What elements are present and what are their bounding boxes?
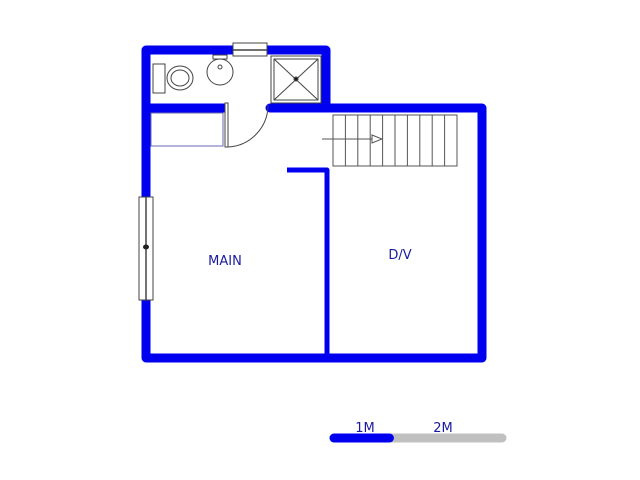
window-top (232, 42, 268, 57)
partition-wall (287, 167, 330, 356)
walls (141, 45, 487, 363)
toilet-icon (152, 63, 194, 94)
scale-label-2m: 2M (433, 421, 453, 436)
window-left (138, 196, 154, 301)
room-label-dv: D/V (388, 248, 411, 263)
outer-wall (141, 45, 487, 363)
stairs (332, 114, 458, 167)
sink-icon (206, 54, 234, 86)
scale-label-1m: 1M (355, 421, 375, 436)
door-bathroom (224, 102, 269, 148)
shower-icon (270, 55, 322, 104)
scale-bar: 1M 2M (329, 421, 507, 443)
room-label-main: MAIN (208, 254, 242, 269)
stair-arrow (322, 134, 384, 144)
counter (150, 112, 224, 147)
